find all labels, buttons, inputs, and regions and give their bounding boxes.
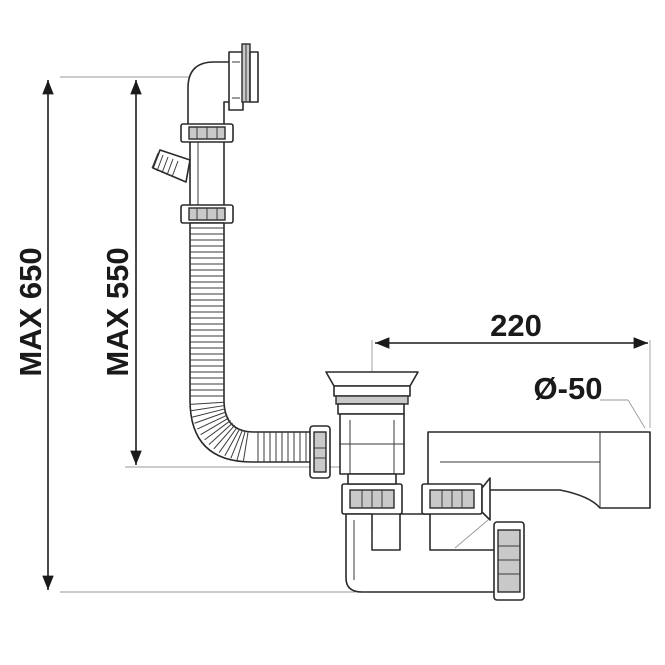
u-trap (345, 513, 499, 593)
hose-rib (190, 401, 225, 405)
flexible-hose (189, 222, 313, 463)
hose-rib (224, 428, 241, 456)
hose-rib (194, 411, 227, 424)
hose-rib (236, 430, 246, 461)
hose-rib (192, 408, 226, 418)
max-inlet-label: MAX 550 (100, 247, 135, 376)
overflow-head (187, 43, 259, 129)
diameter-label: Ø-50 (534, 371, 603, 406)
width-label: 220 (490, 308, 542, 343)
hose-rib (242, 431, 249, 462)
hose-rib (190, 405, 225, 412)
drain-body (309, 371, 419, 515)
lower-nut (180, 204, 234, 224)
hose-rib (197, 414, 228, 430)
hose-rib (230, 429, 243, 459)
hose-rib (204, 420, 231, 441)
hose-rib (200, 417, 230, 436)
outlet-pipe (421, 431, 651, 521)
trap-outlet-nut (493, 521, 525, 601)
max-overall-label: MAX 650 (13, 247, 48, 376)
upper-nut (180, 123, 234, 143)
hose-rib (213, 424, 236, 450)
hose-rib (208, 422, 233, 445)
hose-rib (218, 426, 238, 453)
